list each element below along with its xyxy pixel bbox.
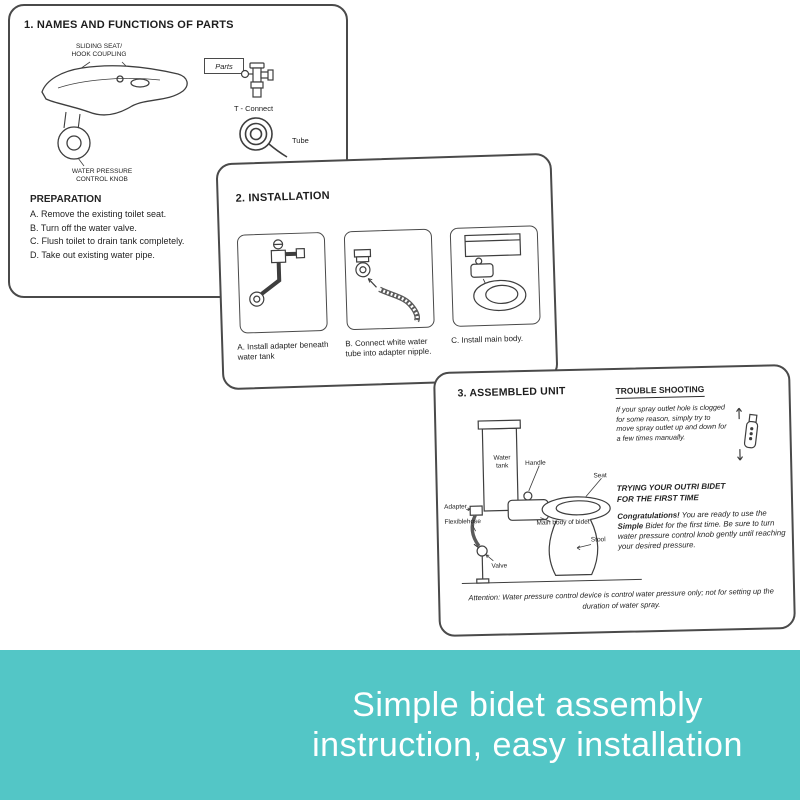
trouble-shooting-text: If your spray outlet hole is clogged for… <box>615 402 727 443</box>
first-time-text: Congratulations! You are ready to use th… <box>617 508 786 552</box>
banner-text-line2: instruction, easy installation <box>312 726 743 764</box>
parts-box-label: Parts <box>204 58 244 74</box>
label-adapter: Adapter <box>444 503 467 511</box>
label-t-connect: T - Connect <box>234 104 274 113</box>
panel2-title: 2. INSTALLATION <box>235 189 331 205</box>
preparation-steps: A. Remove the existing toilet seat. B. T… <box>30 208 184 262</box>
installation-caption-a: A. Install adapter beneath water tank <box>237 339 329 362</box>
panel-installation: 2. INSTALLATION <box>215 152 559 391</box>
preparation-step: A. Remove the existing toilet seat. <box>30 209 167 219</box>
preparation-step: D. Take out existing water pipe. <box>30 249 155 260</box>
banner: Simple bidet assembly instruction, easy … <box>0 650 800 800</box>
panel3-title: 3. ASSEMBLED UNIT <box>457 385 566 400</box>
label-sliding-seat-hook-coupling: SLIDING SEAT/ HOOK COUPLING <box>71 43 127 58</box>
installation-caption-c: C. Install main body. <box>451 333 524 346</box>
spray-nozzle-icon <box>736 407 759 461</box>
preparation-heading: PREPARATION <box>30 194 102 205</box>
tube-coil-icon <box>239 117 288 158</box>
installation-figure-c <box>449 225 541 327</box>
first-time-heading: TRYING YOUR OUTRI BIDET FOR THE FIRST TI… <box>616 481 726 504</box>
label-valve: Valve <box>491 562 508 570</box>
panel-assembled-unit: 3. ASSEMBLED UNIT <box>433 363 796 638</box>
panel1-title: 1. NAMES AND FUNCTIONS OF PARTS <box>24 19 234 31</box>
label-flexible-hose: Flexiblehose <box>444 518 482 526</box>
installation-figure-a <box>236 231 328 334</box>
label-tube: Tube <box>292 136 309 145</box>
first-time-text-part2: Bidet for the first time. Be sure to tur… <box>617 518 786 551</box>
adapter-install-illustration <box>249 239 306 307</box>
label-seat: Seat <box>593 472 607 480</box>
assembled-unit-illustration <box>461 419 642 584</box>
tube-connect-illustration <box>353 248 420 323</box>
label-water-tank: Water tank <box>493 454 511 470</box>
label-water-pressure-control-knob: WATER PRESSURE CONTROL KNOB <box>71 168 133 183</box>
label-main-body-of-bidet: Main body of bidet <box>536 518 590 527</box>
main-body-install-illustration <box>464 233 527 312</box>
congratulations-text: Congratulations! <box>617 510 680 521</box>
trouble-shooting-heading: TROUBLE SHOOTING <box>615 383 705 399</box>
installation-figure-b <box>343 228 435 331</box>
brand-simple-text: Simple <box>617 521 644 531</box>
t-connect-valve-icon <box>240 62 274 98</box>
banner-text-line1: Simple bidet assembly <box>352 686 703 724</box>
panel-names-and-functions: 1. NAMES AND FUNCTIONS OF PARTS SLIDING … <box>8 4 348 298</box>
label-handle: Handle <box>525 459 546 468</box>
preparation-step: C. Flush toilet to drain tank completely… <box>30 236 185 246</box>
label-stool: Stool <box>590 536 606 544</box>
preparation-step: B. Turn off the water valve. <box>30 222 137 233</box>
installation-caption-b: B. Connect white water tube into adapter… <box>345 336 432 359</box>
bidet-unit-illustration <box>41 61 188 167</box>
